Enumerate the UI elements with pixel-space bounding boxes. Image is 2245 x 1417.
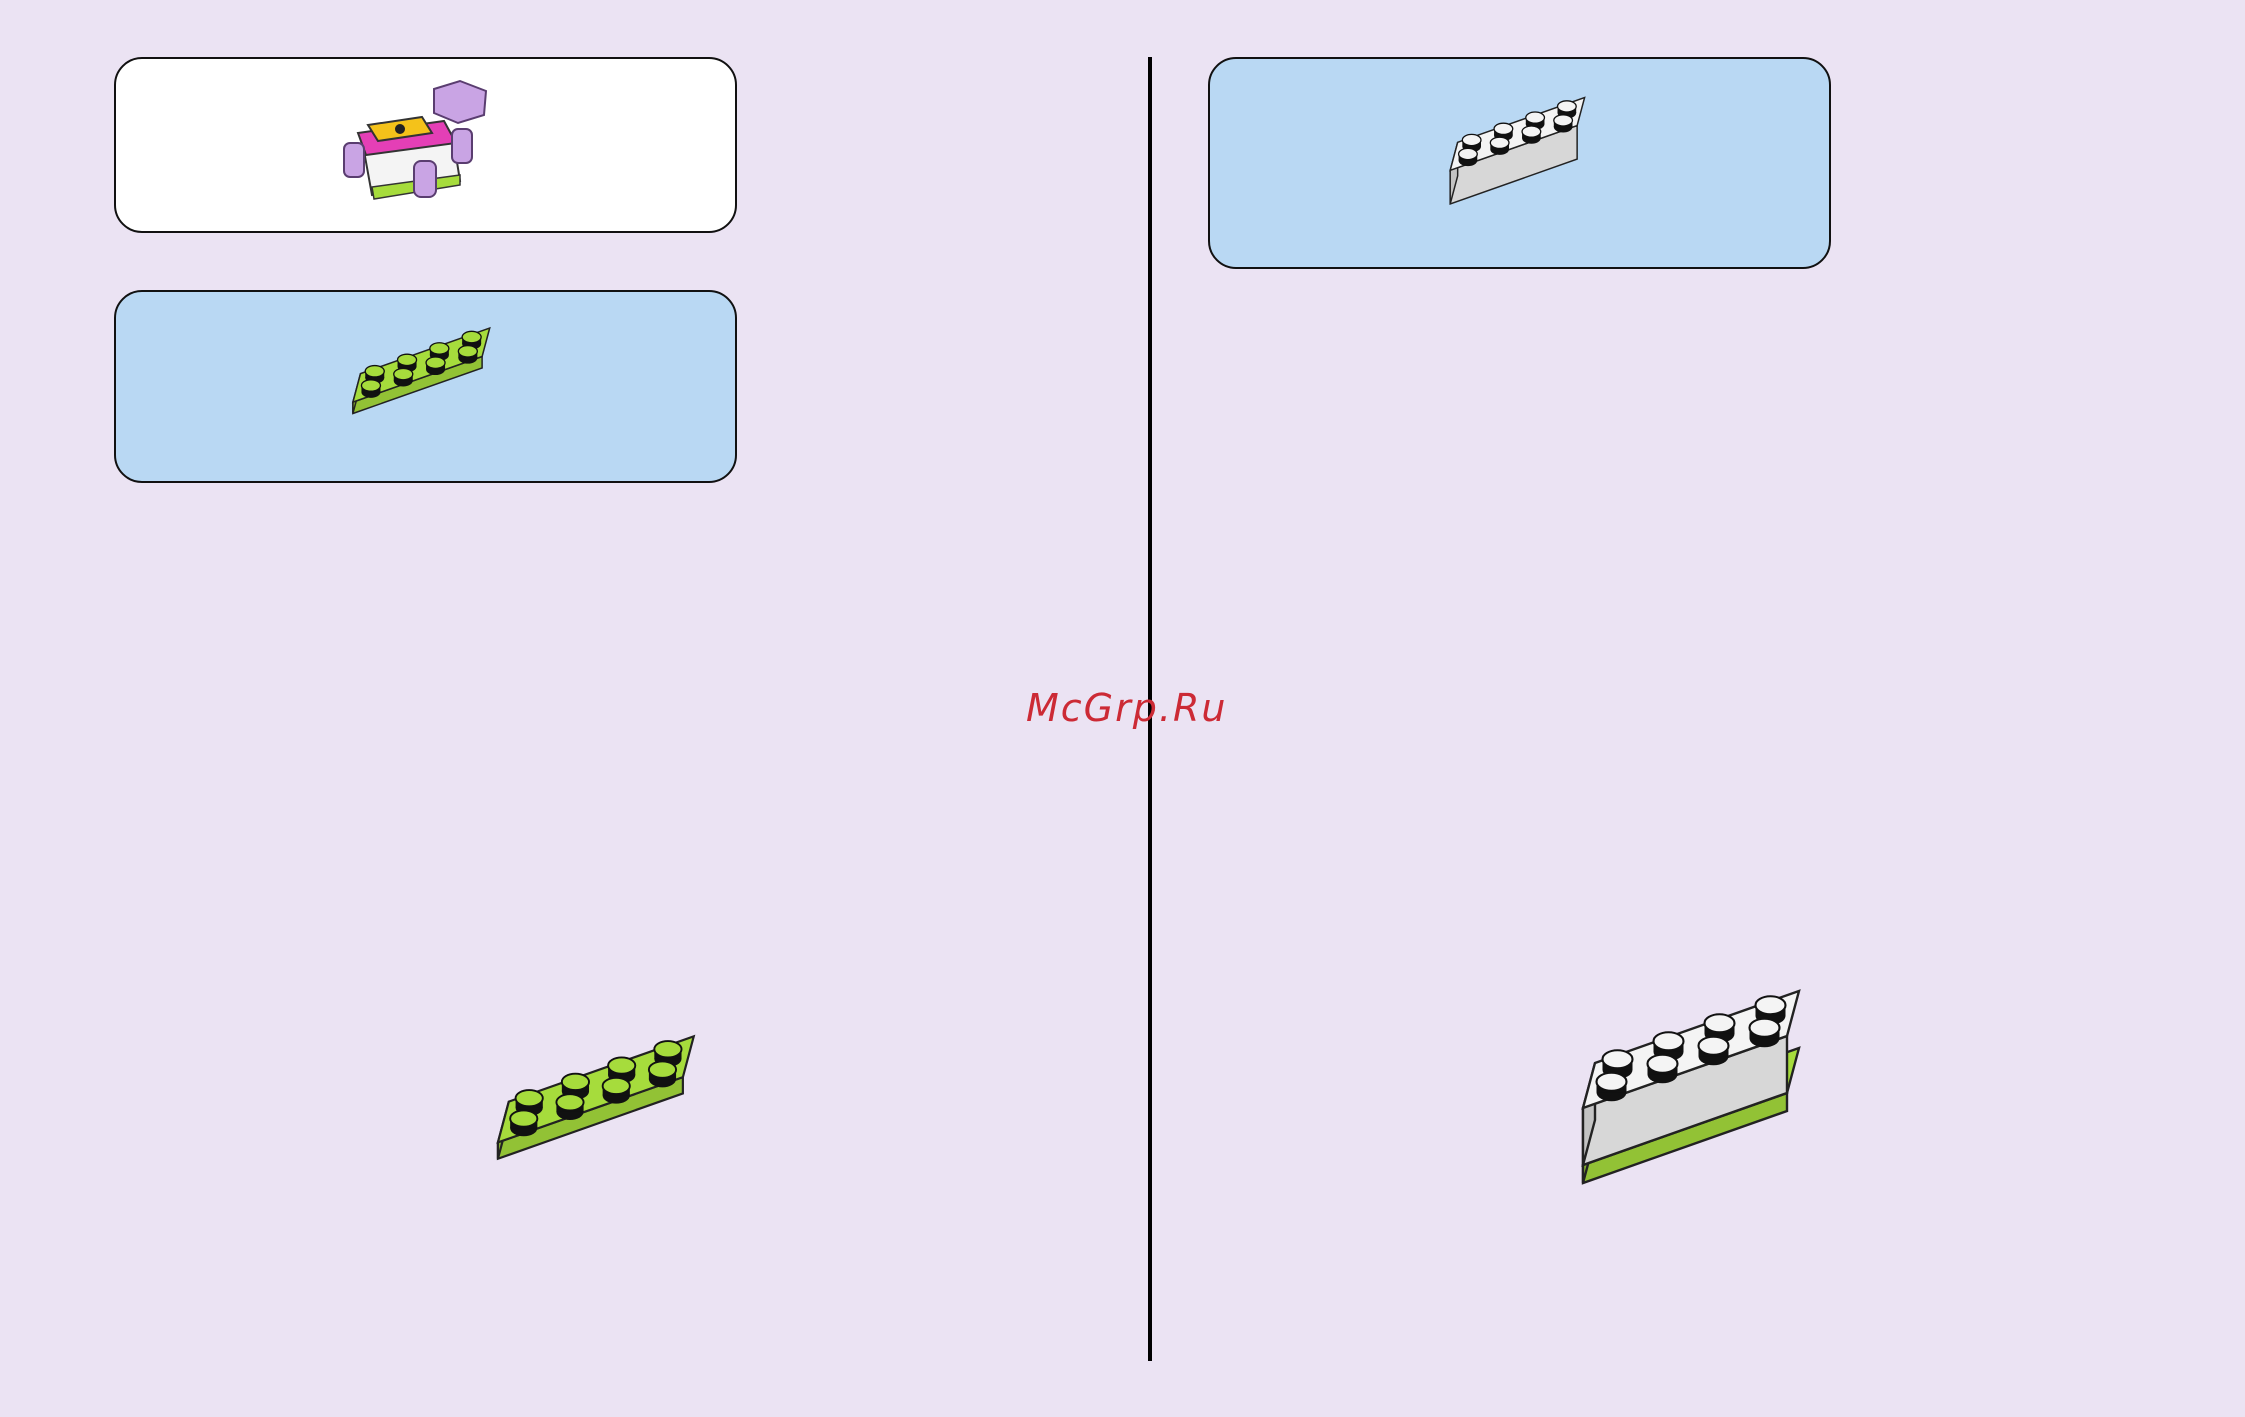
submodel-assembly-icon: [336, 77, 516, 217]
watermark: McGrp.Ru: [1026, 686, 1227, 730]
white-brick-2x4-icon: [1428, 77, 1618, 217]
white-brick-on-lime-plate-icon: [1550, 955, 1850, 1195]
lime-plate-2x4-icon: [458, 1020, 750, 1190]
submodel-callout: [114, 57, 737, 233]
parts-list-panel: [1208, 57, 1831, 269]
parts-list-panel: [114, 290, 737, 483]
lime-plate-2x4-icon: [332, 316, 522, 436]
